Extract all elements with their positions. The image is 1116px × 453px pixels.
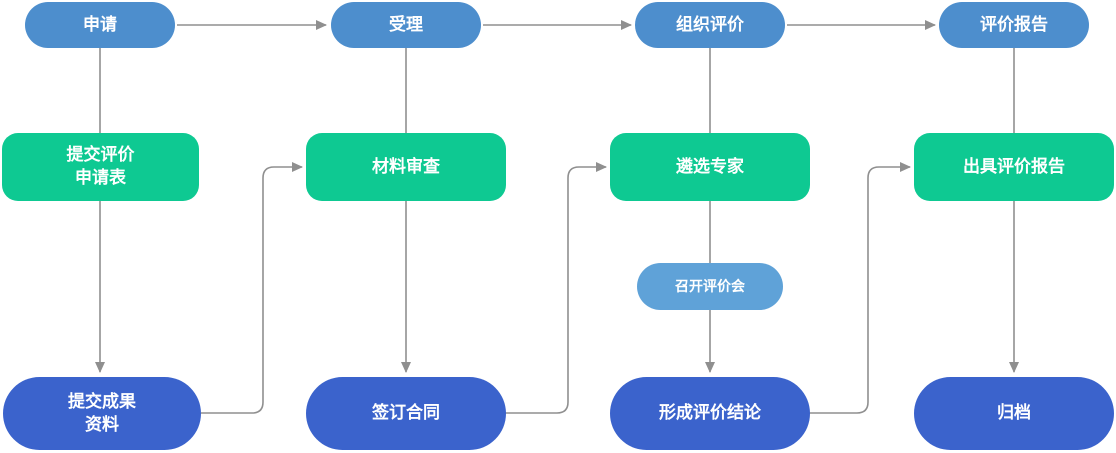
stage-pill-acceptance: 受理 (331, 2, 481, 48)
sub-pill-hold-evaluation-meeting: 召开评价会 (637, 263, 783, 310)
output-pill-submit-results: 提交成果 资料 (3, 377, 201, 450)
process-box-select-experts: 遴选专家 (610, 133, 810, 201)
process-box-issue-report: 出具评价报告 (914, 133, 1114, 201)
output-pill-form-conclusion: 形成评价结论 (610, 377, 810, 450)
output-pill-archive: 归档 (914, 377, 1114, 450)
stage-pill-organize-evaluation: 组织评价 (635, 2, 785, 48)
stage-pill-application: 申请 (25, 2, 175, 48)
connector-results-to-review (201, 162, 303, 414)
connector-contract-to-experts (505, 162, 607, 414)
process-box-submit-evaluation-form: 提交评价 申请表 (2, 133, 199, 201)
process-box-material-review: 材料审查 (306, 133, 506, 201)
connector-conclusion-to-issue (809, 162, 911, 414)
stage-pill-evaluation-report: 评价报告 (939, 2, 1089, 48)
output-pill-sign-contract: 签订合同 (306, 377, 506, 450)
